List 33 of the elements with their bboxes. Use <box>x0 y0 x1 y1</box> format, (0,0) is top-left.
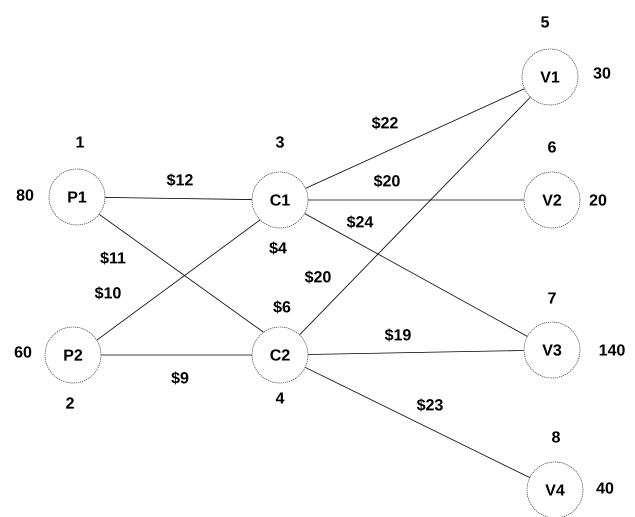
node-number: 40 <box>596 482 614 494</box>
edge-label: $11 <box>98 250 128 266</box>
edge-label: $23 <box>415 397 445 413</box>
cost-label: $6 <box>272 299 292 315</box>
connector-line <box>104 197 252 200</box>
edge-label: $9 <box>170 370 190 386</box>
node-number: 7 <box>548 292 556 304</box>
node-number: 3 <box>276 136 284 148</box>
connector-line <box>305 88 525 189</box>
connector-line <box>299 96 531 336</box>
node-number: 30 <box>593 67 610 79</box>
edge-label: $12 <box>165 172 195 188</box>
connector-line <box>308 350 524 355</box>
edge-label: $10 <box>93 285 123 301</box>
edge-label: $20 <box>303 269 333 285</box>
edge-label: $22 <box>370 115 400 131</box>
connector-line <box>304 367 530 478</box>
node-number: 1 <box>76 136 84 148</box>
node-number: 2 <box>66 397 74 409</box>
node-number: 6 <box>548 141 556 153</box>
node-number: 60 <box>14 346 32 358</box>
node-number: 140 <box>600 344 625 356</box>
connector-line <box>100 354 252 356</box>
node-number: 20 <box>590 194 606 206</box>
edge-label: $19 <box>383 327 413 343</box>
edge-label: $20 <box>372 173 402 189</box>
cost-label: $4 <box>268 240 288 256</box>
node-number: 4 <box>276 392 284 404</box>
connector-line <box>304 213 528 337</box>
node-number: 80 <box>16 189 34 201</box>
node-number: 8 <box>552 431 560 443</box>
node-number: 5 <box>541 16 549 28</box>
edge-label: $24 <box>345 214 375 230</box>
